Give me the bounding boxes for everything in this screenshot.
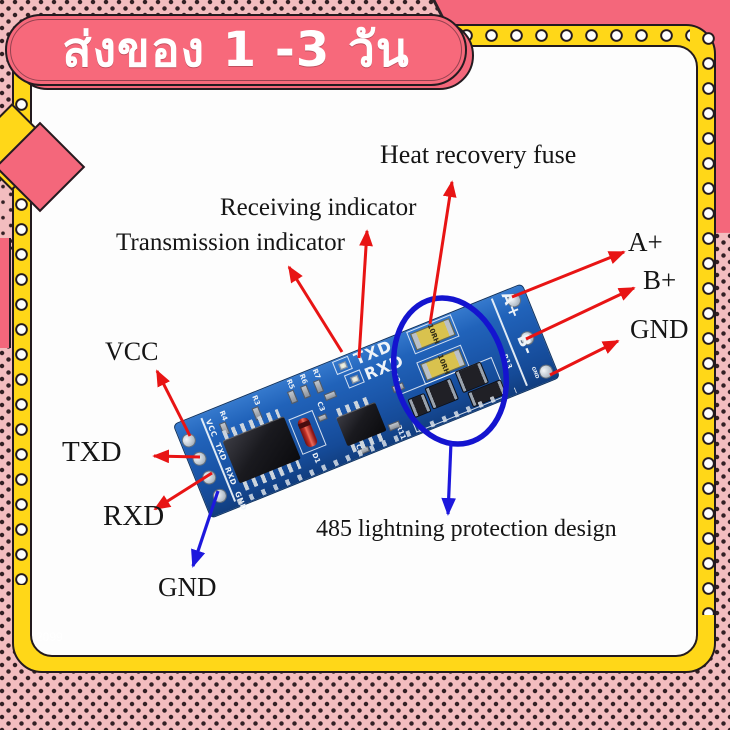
- capacitor: [317, 413, 328, 423]
- txd-led: [338, 360, 349, 371]
- label-transmission-indicator: Transmission indicator: [116, 229, 345, 256]
- pin-pad-rxd: [200, 468, 219, 487]
- label-b-plus: B+: [643, 265, 677, 295]
- capacitor: [323, 390, 338, 402]
- ref-r6: R6: [297, 372, 309, 386]
- ref-r3: R3: [250, 394, 262, 407]
- fuse1-marking: 10RH: [425, 323, 441, 346]
- b-terminal-silkscreen: B-: [513, 331, 539, 358]
- resistor: [312, 379, 325, 394]
- watermark: 2099: [36, 630, 63, 644]
- label-heat-recovery-fuse: Heat recovery fuse: [380, 140, 577, 169]
- resistor: [286, 389, 299, 405]
- frame-holes-left: [15, 98, 28, 585]
- a-terminal-silkscreen: A+: [497, 288, 526, 322]
- fuse2-marking: 10RH: [435, 353, 451, 376]
- pink-ribbon-decor: [0, 238, 11, 348]
- rxd-led: [349, 374, 361, 384]
- label-485-protection: 485 lightning protection design: [316, 516, 617, 542]
- pin-pad-txd: [190, 449, 209, 468]
- label-vcc: VCC: [105, 337, 159, 366]
- label-gnd-right: GND: [630, 314, 689, 344]
- pin-pad-vcc: [179, 431, 198, 450]
- rxd-led-box: [343, 369, 365, 389]
- ref-r4: R4: [217, 409, 229, 423]
- label-txd: TXD: [62, 436, 122, 468]
- pin-pad-gnd: [210, 486, 229, 505]
- ref-r5: R5: [284, 378, 296, 391]
- shipping-banner-text: ส่งของ 1 -3 วัน: [62, 22, 410, 78]
- ref-c3: C3: [315, 400, 327, 413]
- label-receiving-indicator: Receiving indicator: [220, 194, 417, 221]
- ref-r7: R7: [310, 367, 322, 381]
- label-gnd-left: GND: [158, 572, 217, 602]
- terminal-pad-gnd: [536, 362, 556, 381]
- frame-holes-right: [702, 32, 715, 615]
- shipping-banner: ส่งของ 1 -3 วัน: [5, 14, 467, 86]
- label-a-plus: A+: [628, 227, 663, 257]
- resistor: [299, 384, 312, 399]
- label-rxd: RXD: [103, 500, 165, 532]
- ref-d1: D1: [310, 451, 322, 465]
- ref-r13: R13: [500, 352, 514, 371]
